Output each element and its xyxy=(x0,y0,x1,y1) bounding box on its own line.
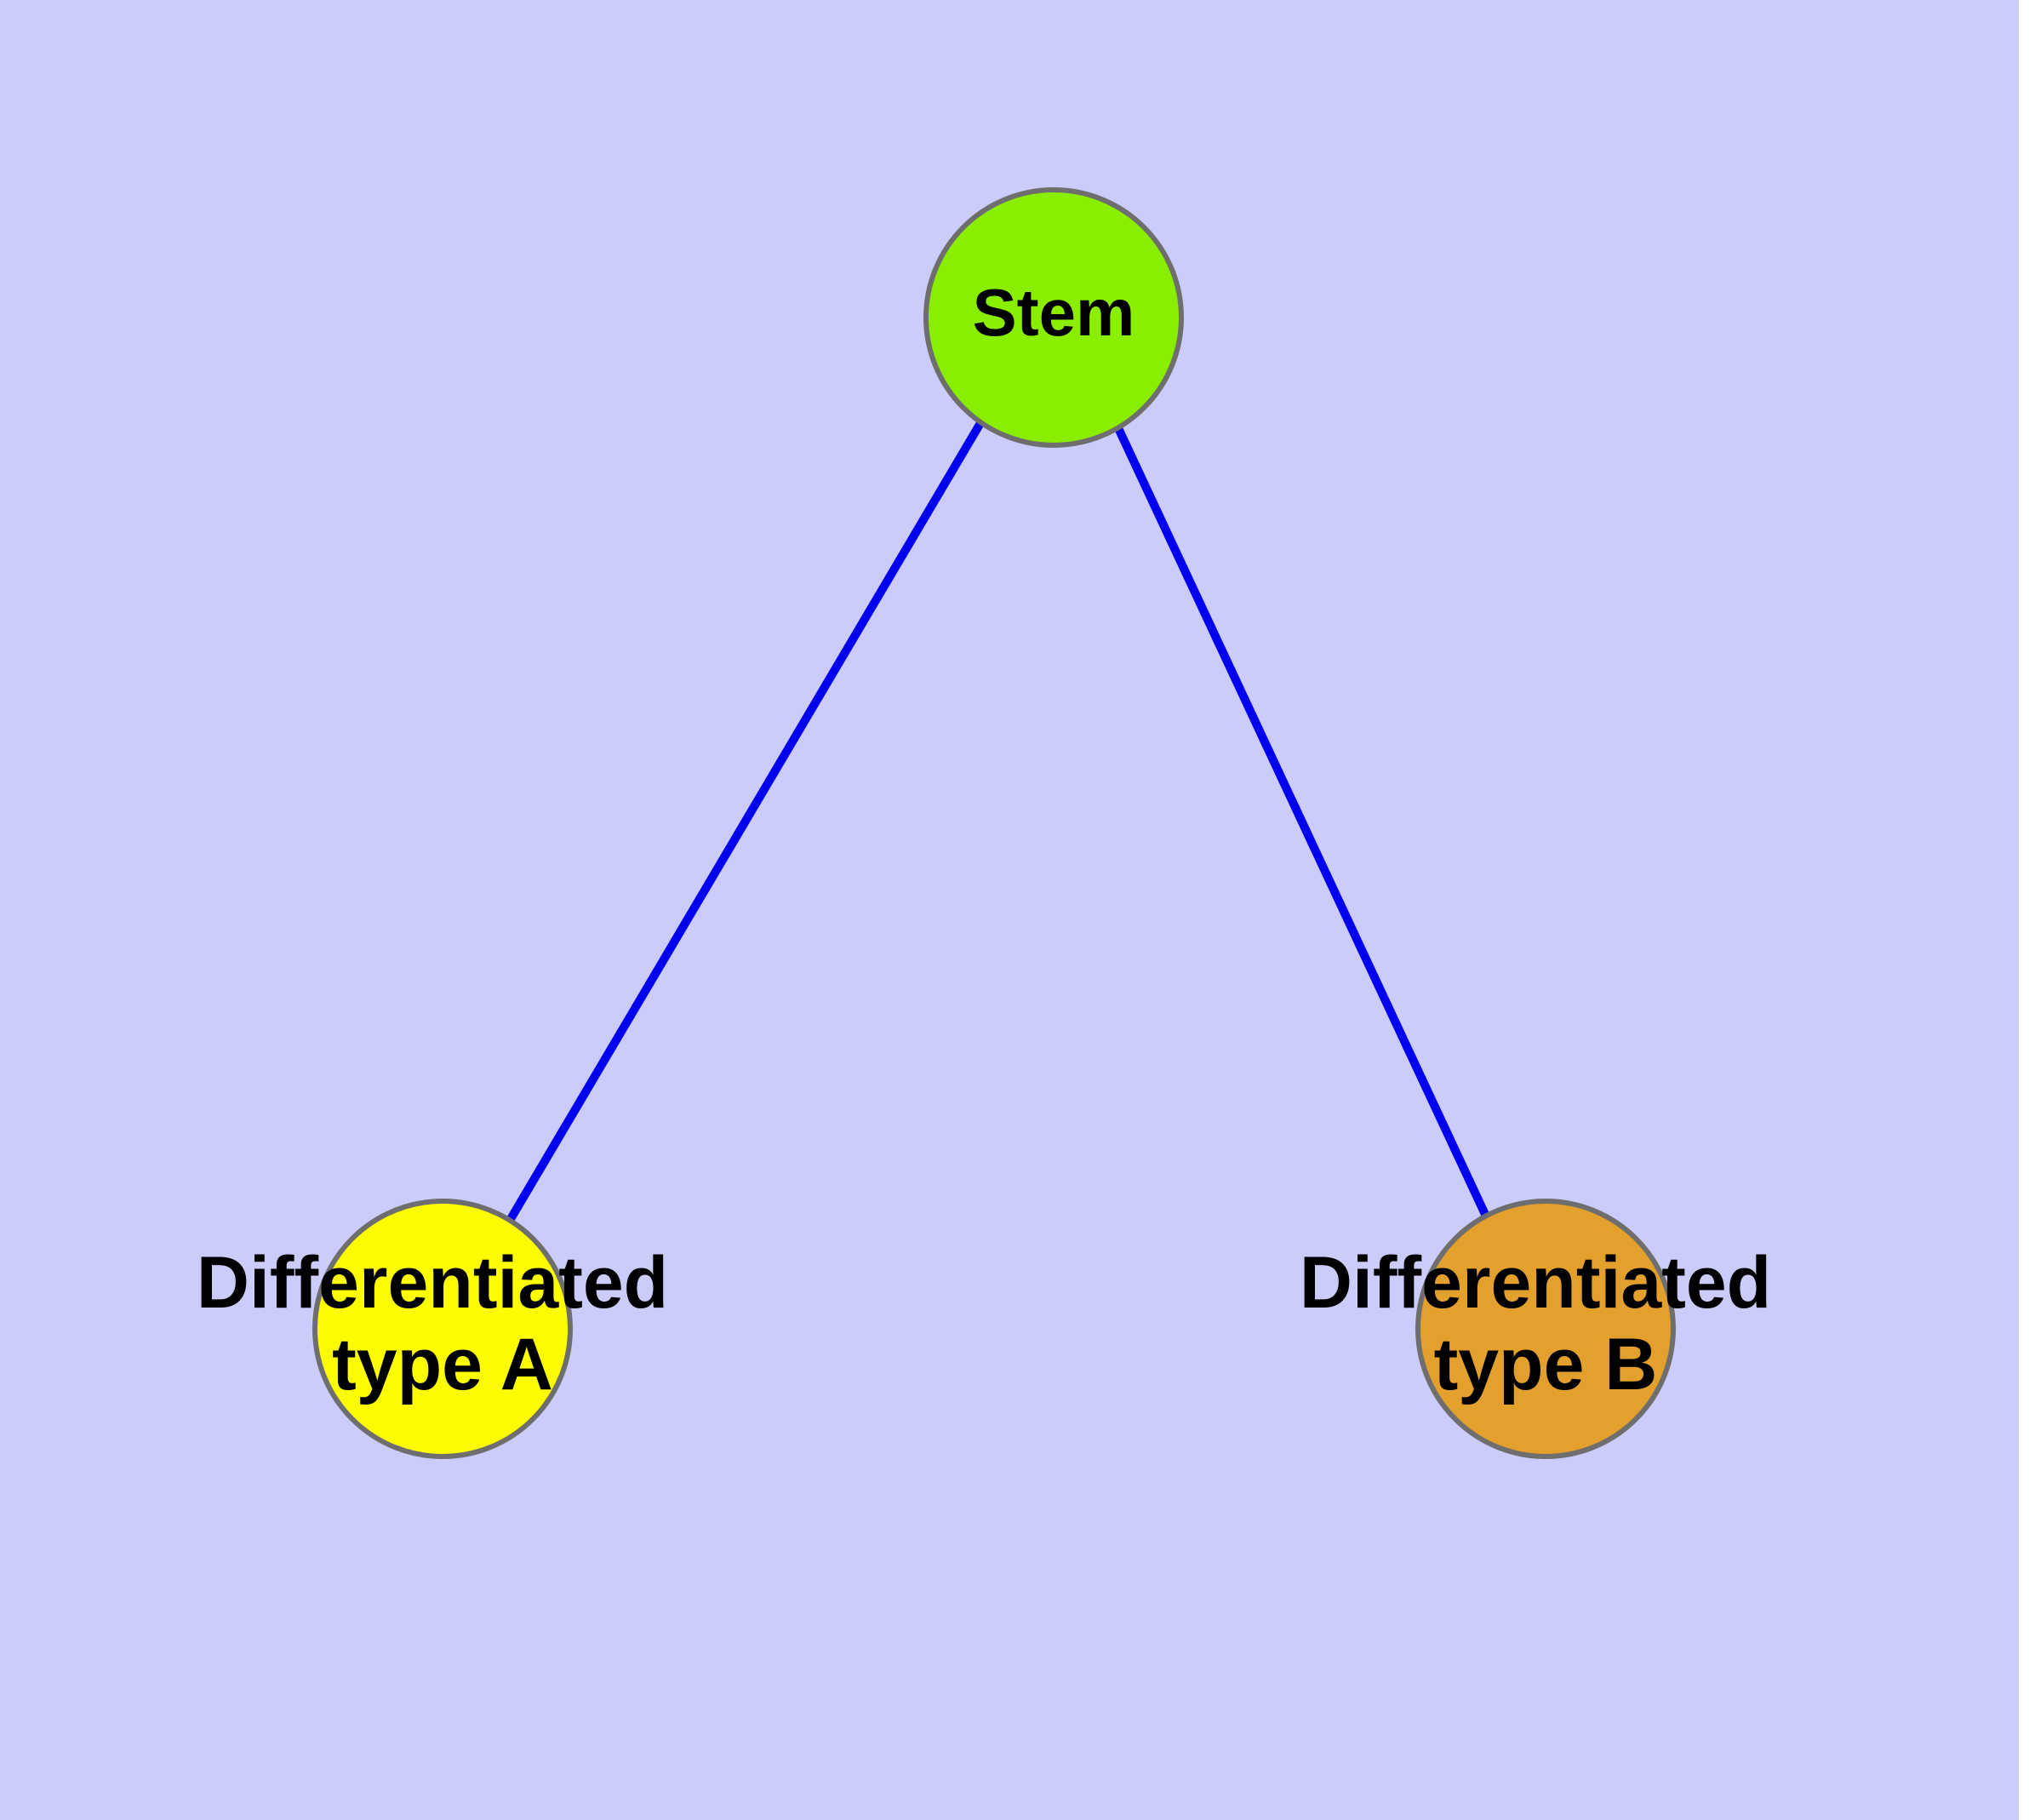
node-stem-label: Stem xyxy=(973,275,1135,350)
node-stem[interactable]: Stem xyxy=(923,187,1184,448)
node-diff-b-label: Differentiated type B xyxy=(1300,1242,1792,1405)
node-diff-a[interactable]: Differentiated type A xyxy=(197,1199,689,1459)
node-stem-circle[interactable] xyxy=(923,187,1184,448)
node-diff-a-label-line-1: Differentiated xyxy=(197,1242,668,1324)
node-diff-a-circle[interactable] xyxy=(312,1199,573,1459)
node-diff-a-label-line-2: type A xyxy=(332,1324,553,1405)
node-diff-b-label-line-2: type B xyxy=(1434,1324,1658,1405)
node-diff-a-label: Differentiated type A xyxy=(197,1242,689,1405)
node-diff-b-label-line-1: Differentiated xyxy=(1300,1242,1771,1324)
node-stem-label-line-1: Stem xyxy=(973,275,1135,350)
edge-stem-to-diff-a[interactable] xyxy=(504,421,985,1226)
edges-layer xyxy=(504,421,1492,1226)
edge-stem-to-diff-b[interactable] xyxy=(1114,426,1492,1222)
node-diff-b[interactable]: Differentiated type B xyxy=(1300,1199,1792,1459)
nodes-layer: Stem Differentiated type A Differentiate… xyxy=(197,187,1792,1459)
node-diff-b-circle[interactable] xyxy=(1415,1199,1676,1459)
